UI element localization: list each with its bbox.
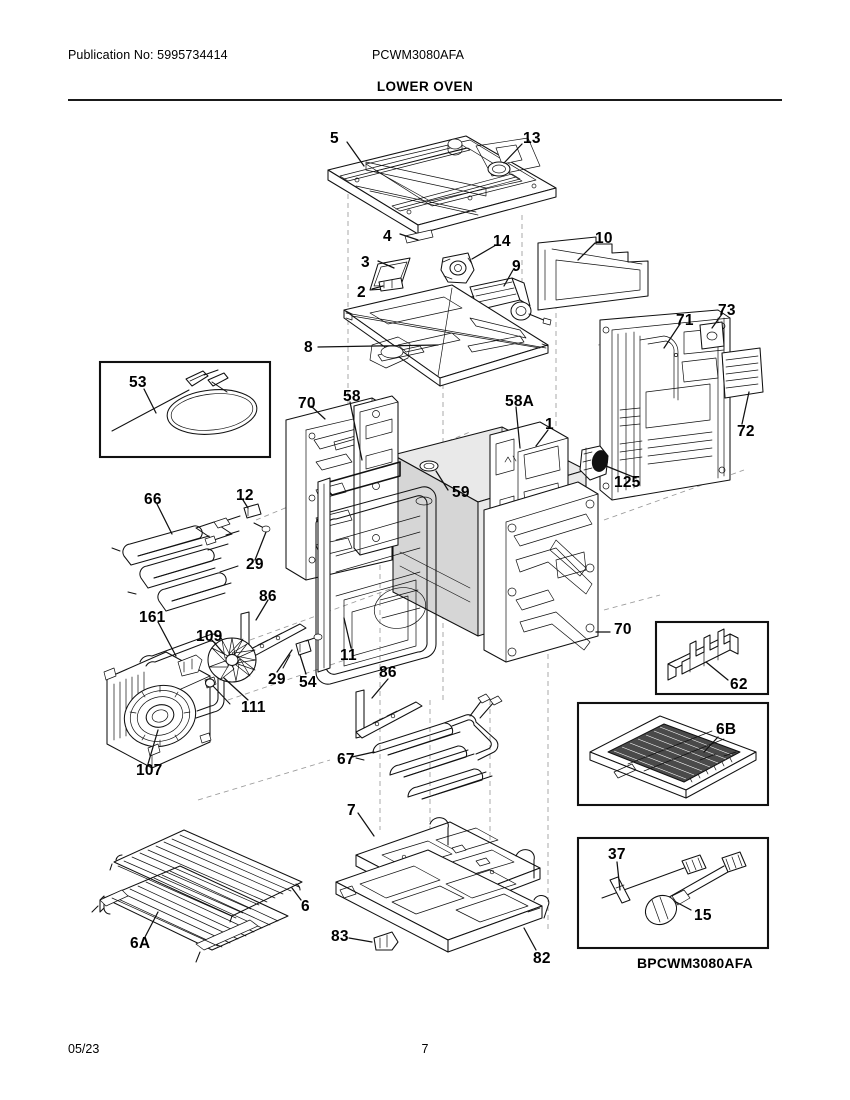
- callout-10: 10: [595, 230, 613, 247]
- callout-2: 2: [357, 284, 366, 301]
- callout-7: 7: [347, 802, 356, 819]
- page-title: LOWER OVEN: [376, 79, 474, 94]
- callout-125: 125: [614, 474, 641, 491]
- callout-67: 67: [337, 751, 355, 768]
- callout-111: 111: [241, 699, 266, 716]
- page-number: 7: [421, 1042, 429, 1056]
- part-fan-blade-109: [204, 637, 257, 705]
- model-number: PCWM3080AFA: [372, 48, 465, 62]
- callout-13: 13: [523, 130, 541, 147]
- callout-8: 8: [304, 339, 313, 356]
- inset-box-rack-clips: [654, 620, 770, 696]
- callout-53: 53: [129, 374, 147, 391]
- callout-3: 3: [361, 254, 370, 271]
- callout-leader-lines: [143, 141, 750, 951]
- publication-number: Publication No: 5995734414: [68, 48, 228, 62]
- callout-86-upper: 86: [259, 588, 277, 605]
- part-latch-motor-9: [459, 277, 552, 326]
- callout-107: 107: [136, 762, 163, 779]
- part-front-frame-11: [315, 461, 437, 685]
- diagram-code: BPCWM3080AFA: [637, 955, 753, 971]
- callout-72: 72: [737, 423, 755, 440]
- part-bake-element-67: [355, 693, 503, 800]
- callout-109: 109: [196, 628, 223, 645]
- part-rear-shield-10: [537, 236, 649, 311]
- callout-86-lower: 86: [379, 664, 397, 681]
- part-broil-element-66: [111, 515, 241, 612]
- part-clip-2: [378, 277, 404, 292]
- inset-box-probe-cord: [98, 360, 272, 459]
- callout-58: 58: [343, 388, 361, 405]
- callout-37: 37: [608, 846, 626, 863]
- title-divider: [68, 99, 782, 101]
- callout-58A: 58A: [505, 393, 535, 410]
- part-cover-plate-73: [699, 321, 725, 350]
- part-rear-panel-71: [599, 309, 731, 501]
- callout-6: 6: [301, 898, 310, 915]
- callout-11: 11: [340, 647, 357, 664]
- callout-66: 66: [144, 491, 162, 508]
- part-cavity-rail-58: [353, 395, 399, 556]
- callout-6B: 6B: [716, 721, 737, 738]
- callout-59: 59: [452, 484, 470, 501]
- callout-5: 5: [330, 130, 339, 147]
- callout-83: 83: [331, 928, 349, 945]
- part-latch-receiver-14: [440, 252, 475, 284]
- inset-box-broiler-grid: [576, 701, 770, 807]
- callout-82: 82: [533, 950, 551, 967]
- part-rack-guide-86-lower: [355, 689, 423, 739]
- part-base-frame-82: [335, 849, 550, 953]
- callout-9: 9: [512, 258, 521, 275]
- callout-1: 1: [545, 416, 554, 433]
- part-side-trim-right-70: [483, 481, 599, 663]
- part-screw-29-bracket-54: [282, 633, 323, 669]
- callout-29-upper: 29: [246, 556, 264, 573]
- callout-70-left: 70: [298, 395, 316, 412]
- revision-date: 05/23: [68, 1042, 100, 1056]
- callout-73: 73: [718, 302, 736, 319]
- part-blower-motor-125: [579, 445, 609, 481]
- part-glide-rack-6A: [91, 865, 289, 963]
- callout-12: 12: [236, 487, 254, 504]
- callout-6A: 6A: [130, 935, 151, 952]
- part-vent-grille-72: [721, 347, 764, 399]
- callout-62: 62: [730, 676, 748, 693]
- part-bottom-clip-83: [373, 931, 399, 951]
- part-bracket-4: [404, 229, 434, 244]
- callout-4: 4: [383, 228, 392, 245]
- part-oven-top-8: [343, 284, 549, 387]
- part-convection-fan-motor-107: [103, 633, 225, 769]
- callout-70-right: 70: [614, 621, 632, 638]
- callout-14: 14: [493, 233, 511, 250]
- callout-71: 71: [676, 312, 694, 329]
- callout-29-lower: 29: [268, 671, 286, 688]
- callout-54: 54: [299, 674, 317, 691]
- part-top-panel-5: [327, 135, 557, 235]
- callout-161: 161: [139, 609, 166, 626]
- callout-15: 15: [694, 907, 712, 924]
- inset-box-sensor: [576, 836, 770, 950]
